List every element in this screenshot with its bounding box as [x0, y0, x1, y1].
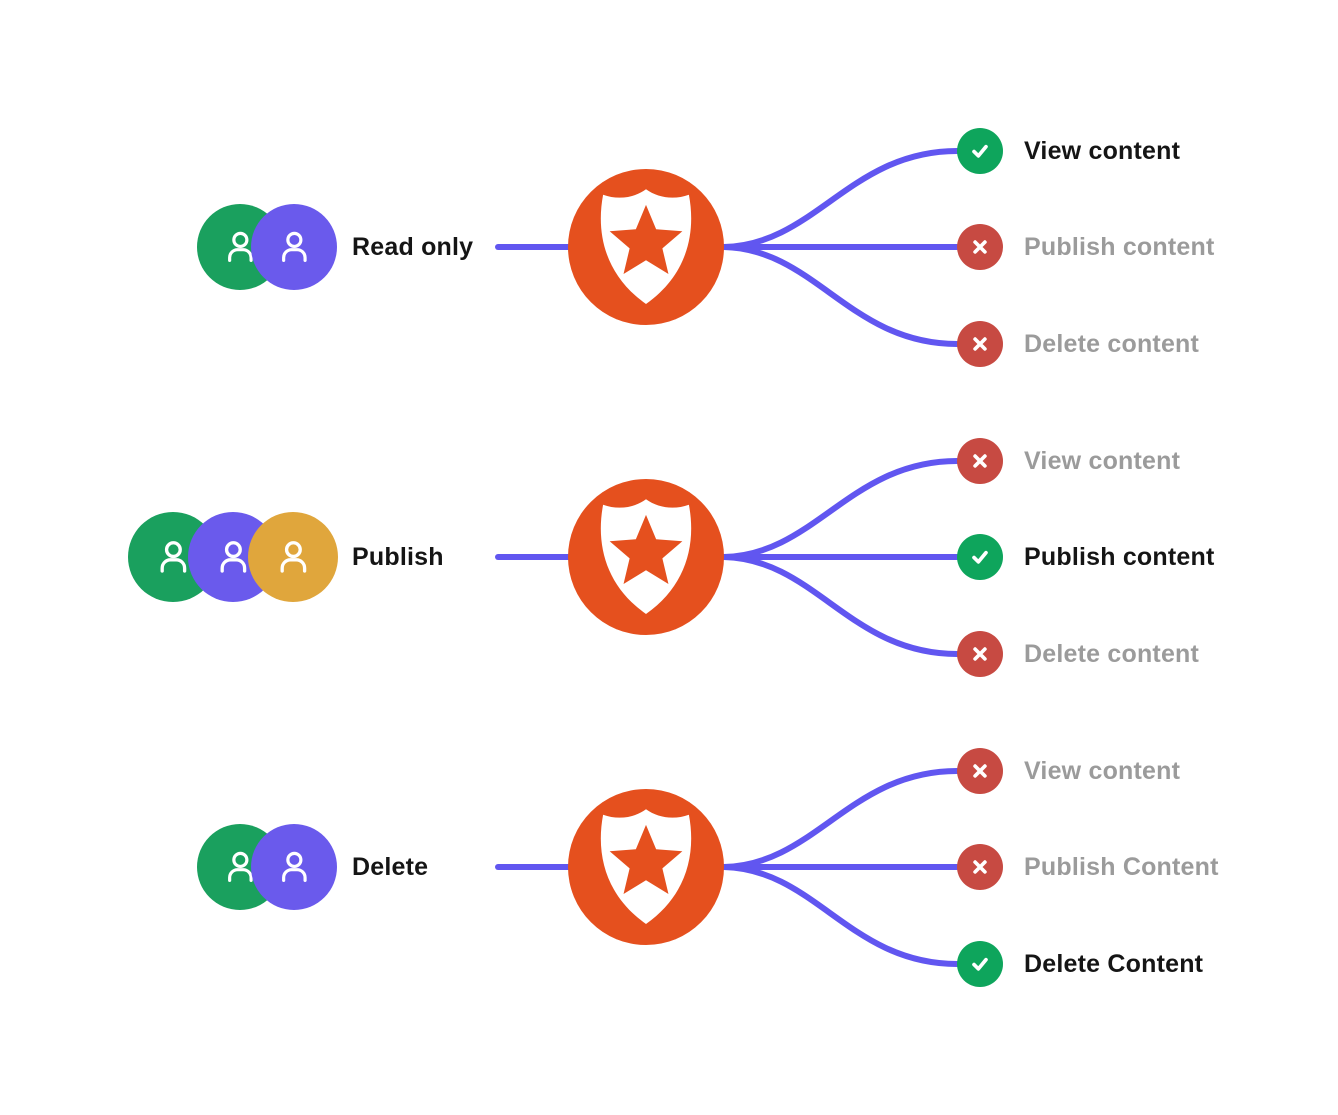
- permission-label: View content: [1024, 136, 1181, 165]
- permission-item: Delete content: [957, 321, 1199, 367]
- permission-label: View content: [1024, 756, 1181, 785]
- user-avatar: [248, 512, 338, 602]
- person-icon: [160, 540, 186, 573]
- permission-label: Delete content: [1024, 639, 1200, 668]
- permission-label: Publish Content: [1024, 852, 1219, 881]
- role-row-publish: Publish View content Publish content: [0, 402, 1338, 712]
- shield-star-icon: [600, 189, 692, 304]
- status-badge: [957, 128, 1003, 174]
- role-label: Read only: [352, 232, 474, 261]
- auth0-logo: [568, 479, 724, 635]
- person-icon: [281, 231, 307, 262]
- person-icon: [281, 851, 307, 882]
- person-icon: [227, 851, 253, 882]
- permission-label: Publish content: [1024, 232, 1215, 261]
- permission-item: Publish content: [957, 534, 1215, 580]
- permission-item: Delete Content: [957, 941, 1203, 987]
- x-icon: [973, 454, 987, 468]
- check-icon: [972, 550, 988, 564]
- permission-item: Delete content: [957, 631, 1199, 677]
- x-icon: [973, 337, 987, 351]
- auth0-logo: [568, 789, 724, 945]
- status-badge: [957, 941, 1003, 987]
- permission-item: View content: [957, 748, 1180, 794]
- check-icon: [972, 957, 988, 971]
- shield-star-icon: [600, 809, 692, 924]
- fan-connector-lines: [721, 768, 960, 967]
- person-icon: [227, 231, 253, 262]
- permission-item: View content: [957, 438, 1180, 484]
- shield-star-icon: [600, 499, 692, 614]
- status-badge: [957, 748, 1003, 794]
- x-icon: [973, 860, 987, 874]
- permission-label: Delete Content: [1024, 949, 1204, 978]
- status-badge: [957, 534, 1003, 580]
- role-label: Delete: [352, 852, 429, 881]
- role-label: Publish: [352, 542, 444, 571]
- role-row-delete: Delete View content Publish Content: [0, 712, 1338, 1022]
- permission-item: View content: [957, 128, 1180, 174]
- user-avatar: [251, 824, 337, 910]
- x-icon: [973, 240, 987, 254]
- status-badge: [957, 224, 1003, 270]
- permission-label: Delete content: [1024, 329, 1200, 358]
- status-badge: [957, 438, 1003, 484]
- fan-connector-lines: [721, 148, 960, 347]
- permission-item: Publish content: [957, 224, 1215, 270]
- person-icon: [220, 540, 246, 573]
- person-icon: [280, 540, 306, 573]
- check-icon: [972, 144, 988, 158]
- role-row-read-only: Read only View content Publish content: [0, 92, 1338, 402]
- status-badge: [957, 844, 1003, 890]
- auth0-logo: [568, 169, 724, 325]
- x-icon: [973, 764, 987, 778]
- status-badge: [957, 321, 1003, 367]
- permission-item: Publish Content: [957, 844, 1219, 890]
- status-badge: [957, 631, 1003, 677]
- permission-label: View content: [1024, 446, 1181, 475]
- user-avatar: [251, 204, 337, 290]
- x-icon: [973, 647, 987, 661]
- fan-connector-lines: [721, 458, 960, 657]
- permission-label: Publish content: [1024, 542, 1215, 571]
